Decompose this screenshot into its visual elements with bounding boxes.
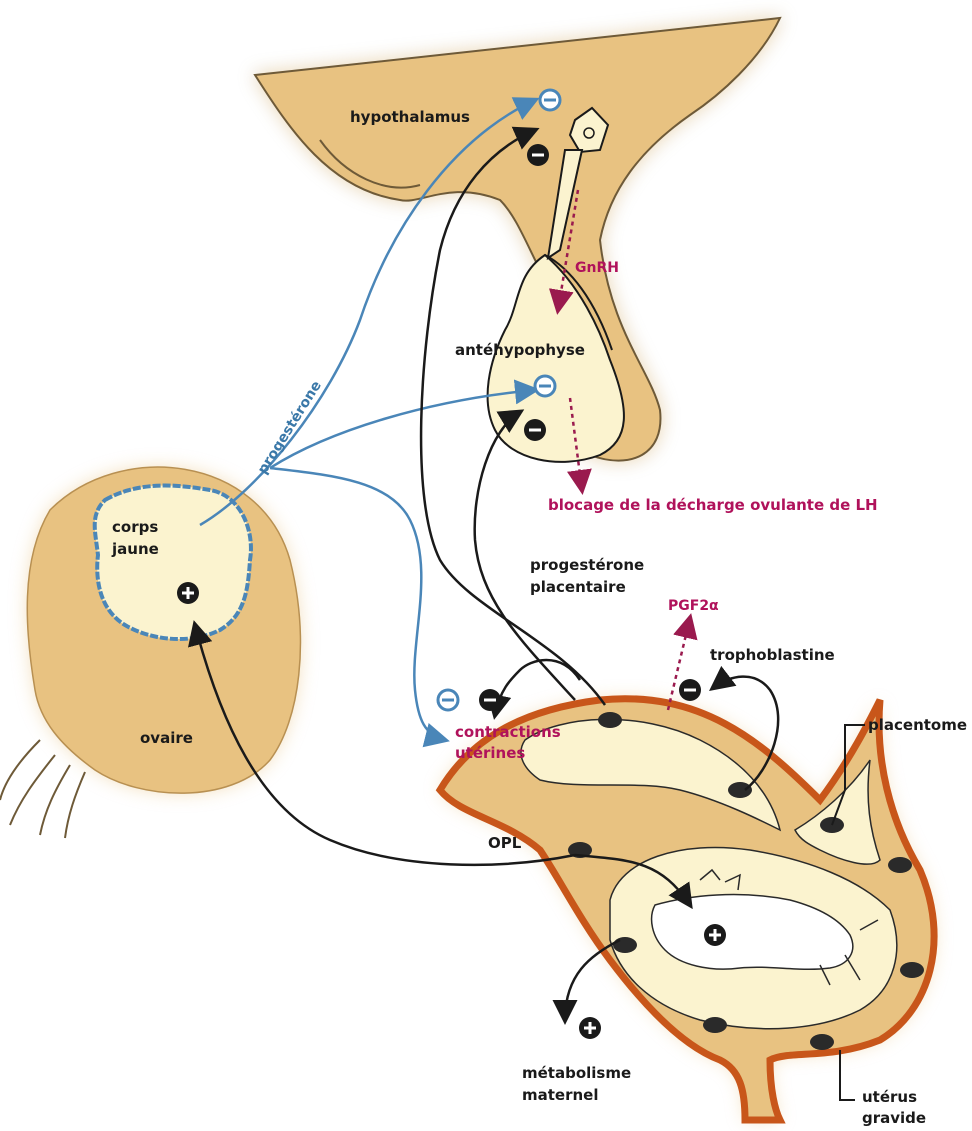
minus-sign-contractions-blue <box>438 690 458 710</box>
label-ovaire: ovaire <box>140 729 193 747</box>
label-opl: OPL <box>488 834 522 852</box>
minus-sign-contractions-black <box>479 689 501 711</box>
label-progesterone: progestérone <box>255 378 325 477</box>
label-contractions-line1: contractions <box>455 723 561 741</box>
label-corps-jaune-line1: corps <box>112 518 158 536</box>
label-contractions-line2: utérines <box>455 744 525 762</box>
label-corps-jaune-line2: jaune <box>111 540 159 558</box>
plus-sign-corps-jaune <box>177 582 199 604</box>
plus-sign-fetus <box>704 924 726 946</box>
minus-sign-hypothalamus-black <box>527 144 549 166</box>
label-uterus-line2: gravide <box>862 1109 926 1127</box>
label-antehypophyse: antéhypophyse <box>455 341 585 359</box>
label-uterus-line1: utérus <box>862 1088 917 1106</box>
label-metabolisme-line2: maternel <box>522 1086 599 1104</box>
minus-sign-hypothalamus-blue <box>540 90 560 110</box>
plus-sign-metabolisme <box>579 1017 601 1039</box>
label-pgf2: PGF2α <box>668 598 719 614</box>
minus-sign-trophoblastine <box>679 679 701 701</box>
label-hypothalamus: hypothalamus <box>350 108 470 126</box>
corps-jaune <box>95 486 251 640</box>
label-metabolisme-line1: métabolisme <box>522 1064 631 1082</box>
label-progesterone-placentaire-line1: progestérone <box>530 556 644 574</box>
label-trophoblastine: trophoblastine <box>710 646 835 664</box>
label-gnrh: GnRH <box>575 260 619 276</box>
label-progesterone-placentaire-line2: placentaire <box>530 578 626 596</box>
minus-sign-antehypophyse-blue <box>535 376 555 396</box>
label-placentome: placentome <box>868 716 967 734</box>
label-blocage-lh: blocage de la décharge ovulante de LH <box>548 496 878 514</box>
minus-sign-antehypophyse-black <box>524 419 546 441</box>
